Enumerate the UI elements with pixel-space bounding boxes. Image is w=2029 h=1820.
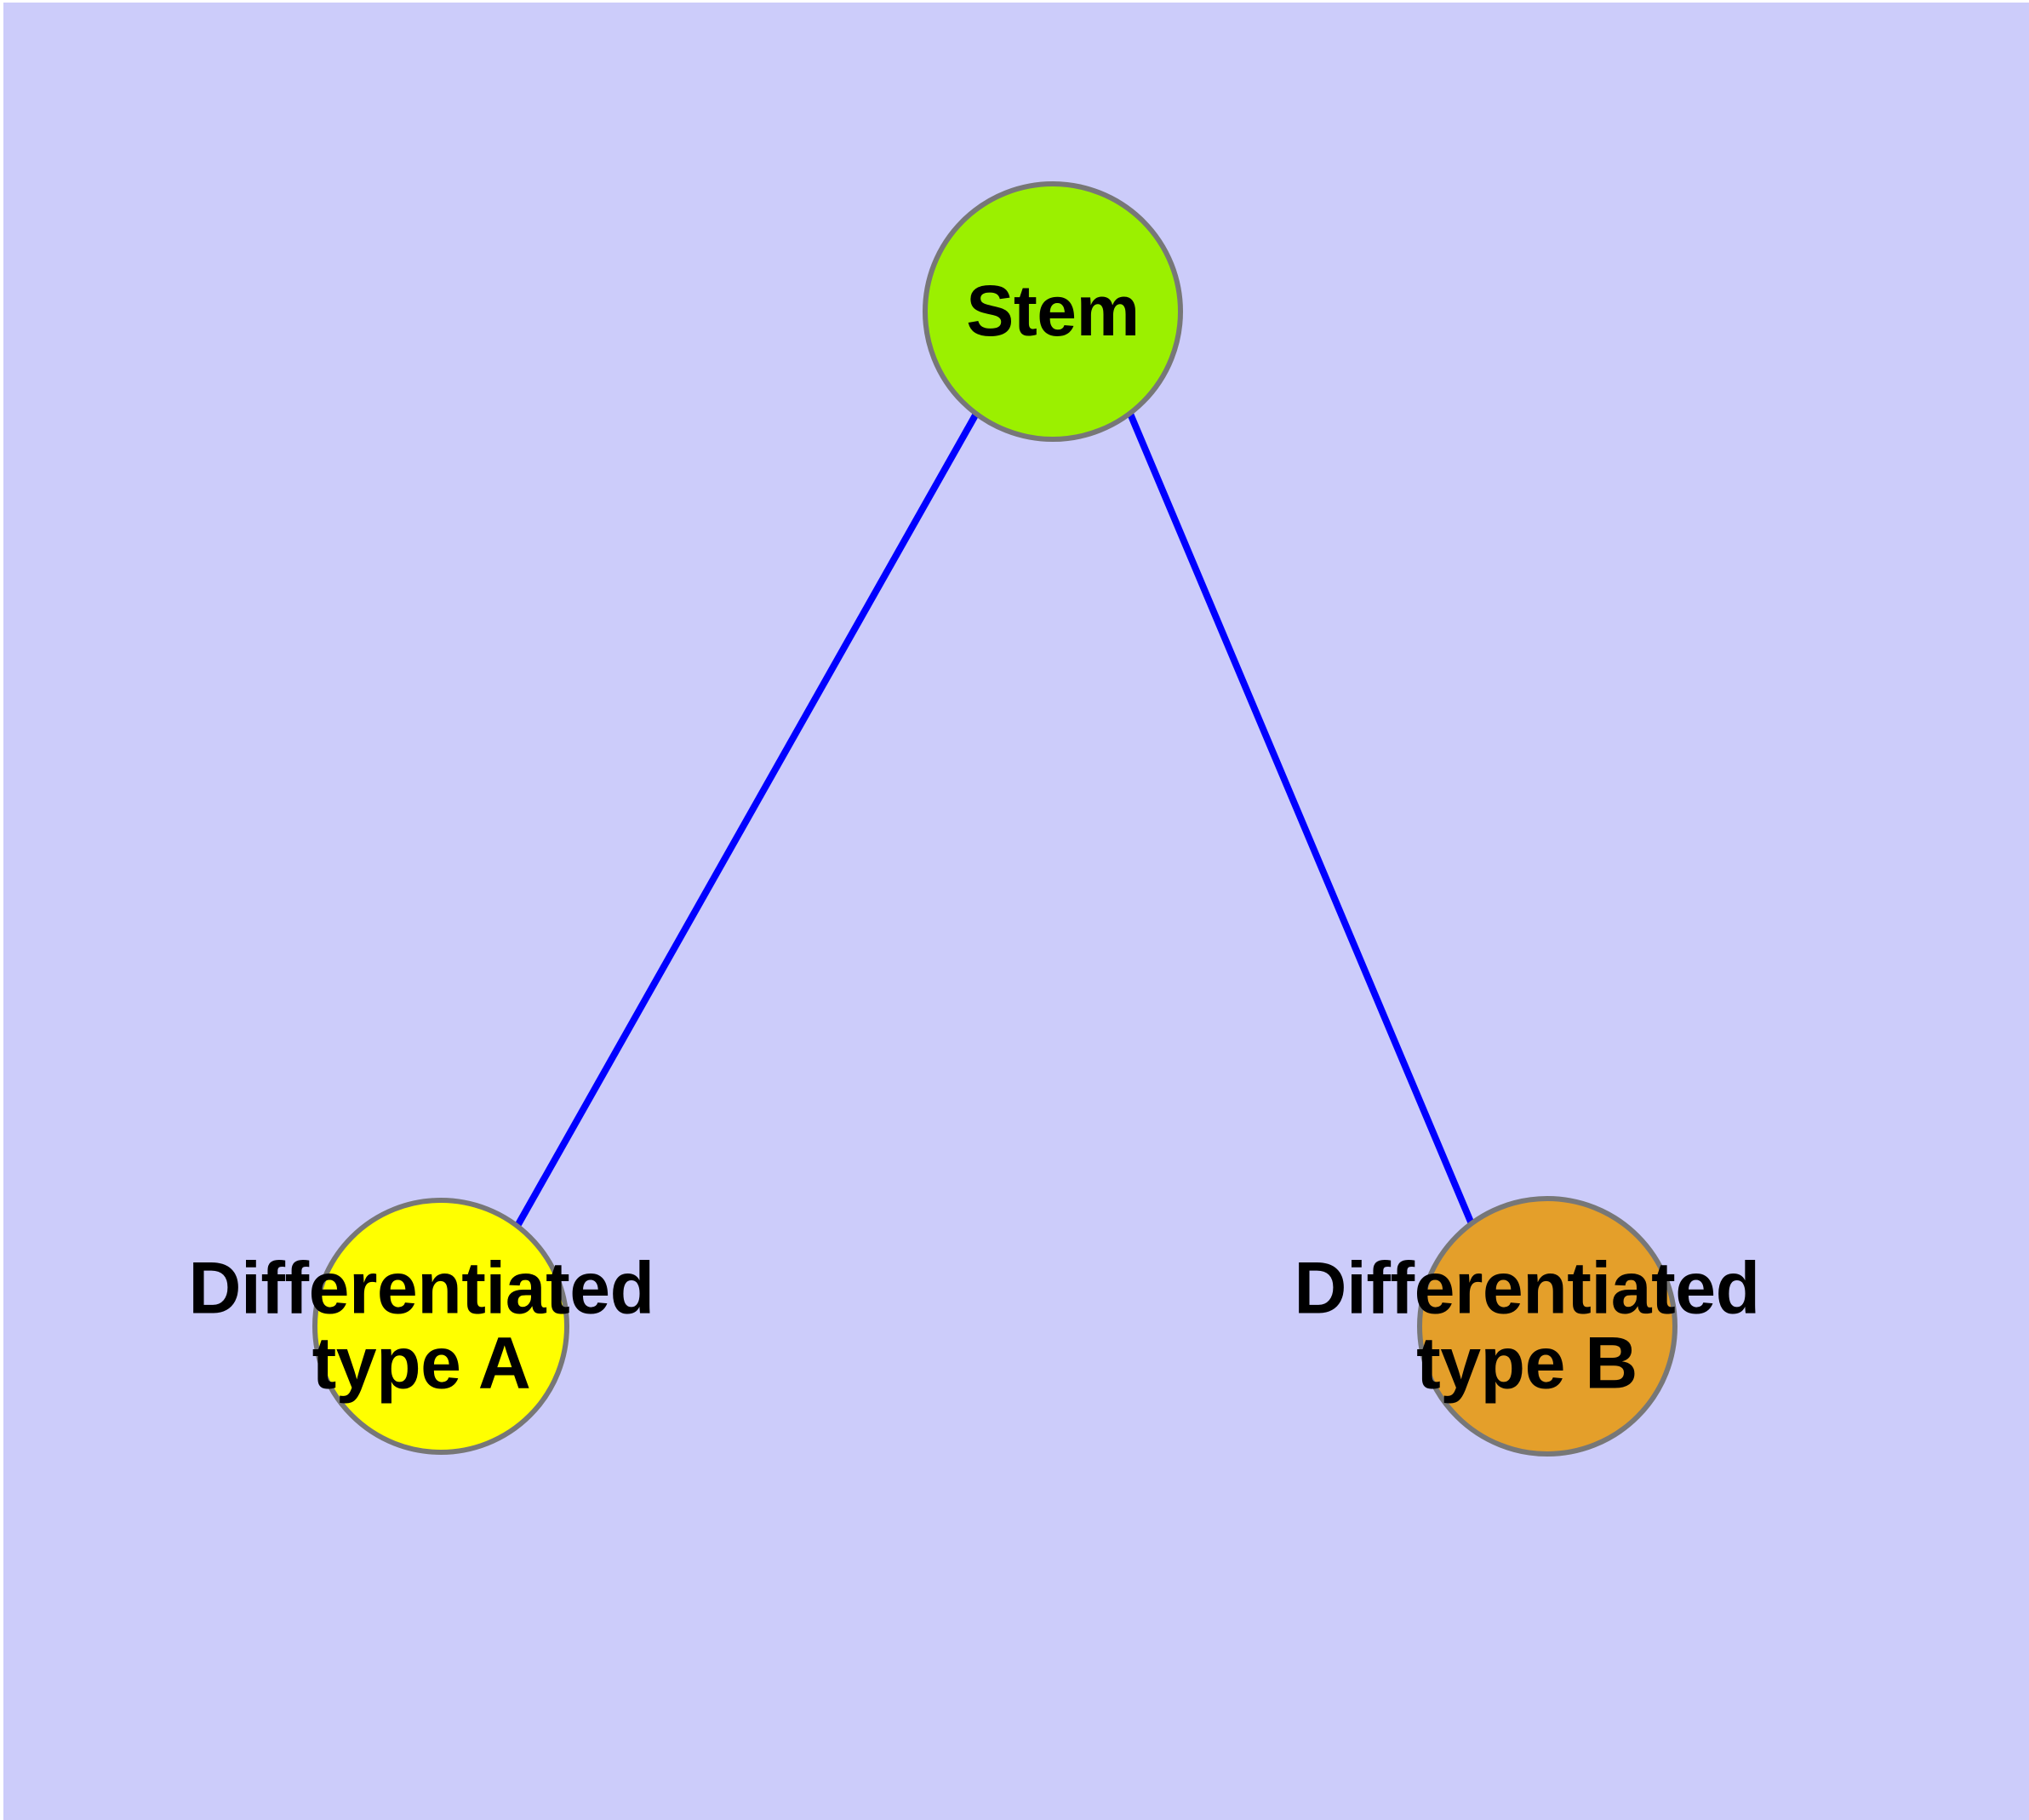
graph-edge-stem-diff_a[interactable] (514, 412, 980, 1228)
edges-group (514, 412, 1476, 1228)
nodes-group (312, 181, 1677, 1457)
graph-node-diff_a[interactable] (312, 1198, 569, 1455)
graph-node-stem[interactable] (923, 181, 1183, 442)
graph-edge-stem-diff_b[interactable] (1127, 412, 1476, 1228)
graph-node-diff_b[interactable] (1417, 1196, 1677, 1457)
